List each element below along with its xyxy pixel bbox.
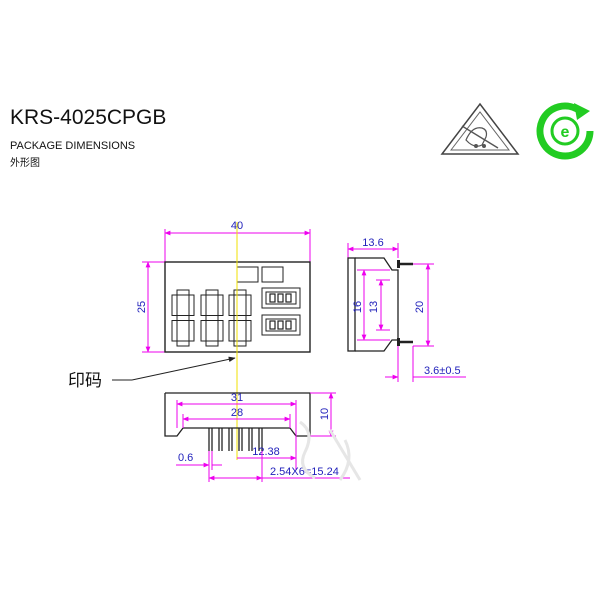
side-pin-label: 3.6±0.5 [424, 365, 461, 377]
side-view: 13.6 16 13 20 3.6±0.5 [347, 237, 466, 382]
side-inner-13-label: 13 [368, 301, 380, 313]
bottom-height-label: 10 [319, 408, 331, 420]
package-dimensions-cn-label: 外形图 [10, 158, 40, 169]
part-number-title: KRS-4025CPGB [10, 106, 167, 129]
side-height-label: 20 [414, 301, 426, 313]
seven-segment-digit-2 [200, 289, 224, 347]
esd-warning-icon [440, 102, 520, 155]
eco-letter: e [561, 124, 570, 141]
bottom-pin-width-label: 0.6 [178, 452, 193, 464]
bottom-outer-label: 31 [231, 392, 243, 404]
marking-label: 印码 [68, 371, 102, 391]
side-inner-16-label: 16 [352, 301, 364, 313]
marking-callout: 印码 [68, 356, 236, 391]
watermark [299, 420, 362, 481]
eco-recycle-icon: e [536, 102, 594, 160]
side-depth-label: 13.6 [362, 237, 383, 249]
bottom-pitch-label: 2.54X6=15.24 [270, 466, 339, 478]
front-view: 40 25 [136, 220, 311, 353]
bottom-offset-label: 12.38 [252, 446, 280, 458]
seven-segment-digit-3 [228, 289, 252, 347]
bottom-view: 31 28 10 0.6 12.38 [164, 392, 350, 482]
bottom-inner-label: 28 [231, 407, 243, 419]
seven-segment-digit-1 [171, 289, 195, 347]
package-dimensions-label: PACKAGE DIMENSIONS [10, 140, 136, 152]
front-height-label: 25 [136, 301, 148, 313]
